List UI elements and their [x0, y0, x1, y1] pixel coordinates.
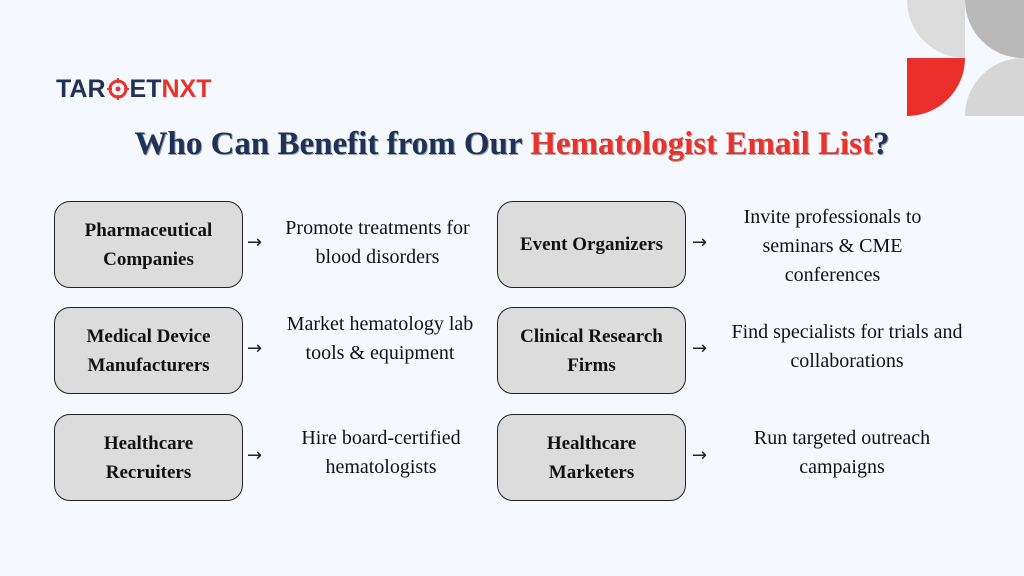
arrow-icon: → — [247, 232, 263, 253]
box-healthcare-marketers: Healthcare Marketers — [497, 414, 686, 501]
box-label: Clinical Research Firms — [520, 325, 663, 376]
box-label: Event Organizers — [519, 234, 663, 255]
title-prefix: Who Can Benefit from Our — [134, 126, 531, 162]
desc-event-organizers: Invite professionals to seminars & CME c… — [743, 206, 922, 286]
desc-pharmaceutical-companies: Promote treatments for blood disorders — [285, 217, 470, 268]
box-pharmaceutical-companies: Pharmaceutical Companies — [54, 201, 243, 288]
arrow-icon: → — [247, 445, 263, 466]
corner-decoration-grey-dark — [965, 0, 1024, 58]
logo-text-tar: TAR — [56, 74, 106, 103]
crosshair-icon — [106, 78, 129, 100]
desc-healthcare-marketers: Run targeted outreach campaigns — [753, 427, 931, 478]
corner-decoration-grey — [907, 0, 965, 58]
arrow-icon: → — [692, 338, 708, 359]
box-clinical-research-firms: Clinical Research Firms — [497, 307, 686, 394]
arrow-icon: → — [692, 232, 708, 253]
box-label: Healthcare Recruiters — [103, 432, 194, 483]
box-event-organizers: Event Organizers — [497, 201, 686, 288]
box-label: Pharmaceutical Companies — [84, 219, 213, 270]
title-suffix: ? — [873, 126, 890, 162]
logo-text-nxt: NXT — [161, 74, 212, 103]
box-label: Medical Device Manufacturers — [86, 325, 211, 376]
arrow-icon: → — [692, 445, 708, 466]
targetnxt-logo: TAR ET NXT — [56, 72, 211, 106]
desc-clinical-research-firms: Find specialists for trials and collabor… — [731, 321, 963, 372]
box-medical-device-manufacturers: Medical Device Manufacturers — [54, 307, 243, 394]
corner-decoration-red — [907, 58, 965, 116]
page-title: Who Can Benefit from Our Hematologist Em… — [0, 126, 1024, 163]
box-label: Healthcare Marketers — [546, 432, 637, 483]
logo-text-et: ET — [129, 74, 162, 103]
box-healthcare-recruiters: Healthcare Recruiters — [54, 414, 243, 501]
arrow-icon: → — [247, 338, 263, 359]
title-highlight: Hematologist Email List — [530, 126, 873, 162]
desc-medical-device-manufacturers: Market hematology lab tools & equipment — [286, 313, 474, 364]
corner-decoration-grey-light — [965, 58, 1024, 116]
desc-healthcare-recruiters: Hire board-certified hematologists — [301, 427, 461, 478]
